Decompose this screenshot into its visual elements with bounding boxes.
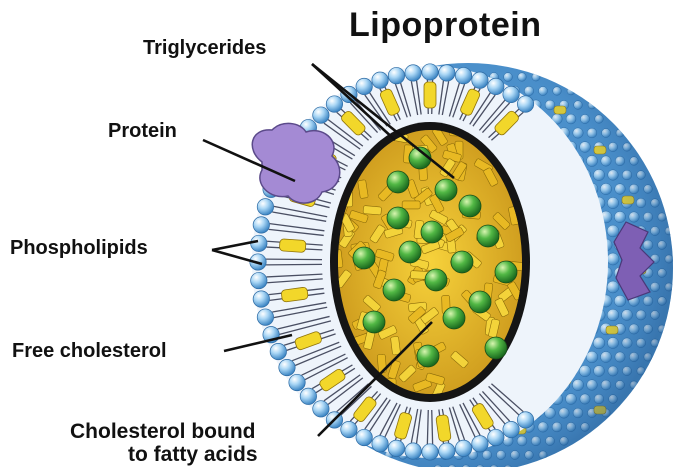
phospholipid-head-icon — [503, 86, 519, 102]
phospholipid-head-icon — [251, 272, 267, 288]
triglyceride-icon — [443, 307, 465, 329]
phospholipid-head-icon — [455, 67, 471, 83]
free-cholesterol-icon — [424, 82, 436, 108]
triglyceride-icon — [425, 269, 447, 291]
phospholipid-tail — [432, 410, 433, 444]
label-cholesterol-bound-line2: to fatty acids — [128, 443, 258, 467]
phospholipid-head-icon — [488, 429, 504, 445]
diagram-title: Lipoprotein — [349, 6, 541, 45]
triglyceride-icon — [469, 291, 491, 313]
phospholipid-head-icon — [405, 443, 421, 459]
phospholipid-head-icon — [372, 72, 388, 88]
phospholipid-tail — [266, 264, 322, 265]
phospholipid-head-icon — [405, 65, 421, 81]
phospholipid-head-icon — [253, 217, 269, 233]
free-cholesterol-icon — [279, 239, 306, 253]
triglyceride-icon — [421, 221, 443, 243]
phospholipid-head-icon — [372, 436, 388, 452]
triglyceride-icon — [387, 207, 409, 229]
phospholipid-head-icon — [251, 235, 267, 251]
phospholipid-head-icon — [488, 78, 504, 94]
phospholipid-head-icon — [388, 440, 404, 456]
phospholipid-head-icon — [455, 440, 471, 456]
phospholipid-head-icon — [253, 291, 269, 307]
phospholipid-head-icon — [472, 72, 488, 88]
label-triglycerides: Triglycerides — [143, 37, 266, 60]
cholesterol-ester-icon — [402, 201, 420, 209]
phospholipid-tail — [266, 259, 322, 260]
phospholipid-head-icon — [388, 67, 404, 83]
phospholipid-head-icon — [257, 309, 273, 325]
phospholipid-tail — [427, 410, 428, 444]
phospholipid-head-icon — [439, 65, 455, 81]
triglyceride-icon — [417, 345, 439, 367]
phospholipid-head-icon — [279, 359, 295, 375]
triglyceride-icon — [383, 279, 405, 301]
phospholipid-head-icon — [517, 96, 533, 112]
phospholipid-head-icon — [270, 343, 286, 359]
triglyceride-icon — [459, 195, 481, 217]
triglyceride-icon — [485, 337, 507, 359]
phospholipid-head-icon — [503, 421, 519, 437]
triglyceride-icon — [477, 225, 499, 247]
phospholipid-head-icon — [422, 444, 438, 460]
phospholipid-head-icon — [517, 412, 533, 428]
triglyceride-icon — [435, 179, 457, 201]
phospholipid-head-icon — [356, 78, 372, 94]
phospholipid-head-icon — [326, 96, 342, 112]
triglyceride-icon — [399, 241, 421, 263]
cholesterol-ester-icon — [363, 205, 382, 215]
label-phospholipids: Phospholipids — [10, 237, 148, 260]
triglyceride-icon — [363, 311, 385, 333]
phospholipid-head-icon — [300, 388, 316, 404]
label-protein: Protein — [108, 120, 177, 143]
phospholipid-head-icon — [356, 429, 372, 445]
triglyceride-icon — [495, 261, 517, 283]
triglyceride-icon — [353, 247, 375, 269]
phospholipid-head-icon — [257, 199, 273, 215]
phospholipid-head-icon — [313, 401, 329, 417]
phospholipid-head-icon — [313, 107, 329, 123]
triglyceride-icon — [451, 251, 473, 273]
phospholipid-head-icon — [341, 421, 357, 437]
label-cholesterol-bound-line1: Cholesterol bound — [70, 420, 256, 444]
phospholipid-head-icon — [472, 436, 488, 452]
triglyceride-icon — [387, 171, 409, 193]
phospholipid-head-icon — [439, 443, 455, 459]
phospholipid-head-icon — [422, 64, 438, 80]
phospholipid-head-icon — [289, 374, 305, 390]
label-free-cholesterol: Free cholesterol — [12, 340, 167, 363]
